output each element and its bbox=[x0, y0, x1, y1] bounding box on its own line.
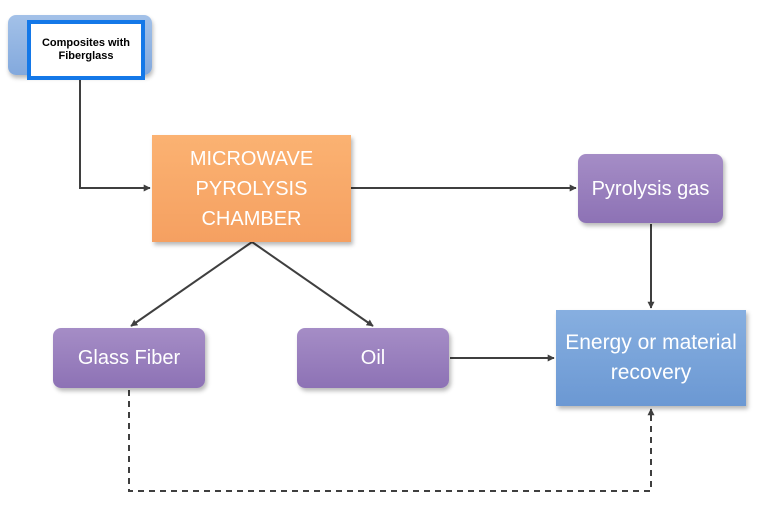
oil-label: Oil bbox=[360, 347, 386, 369]
energy-recovery-node: Energy or material recovery bbox=[556, 310, 746, 406]
pyrolysis-gas-node: Pyrolysis gas bbox=[578, 154, 723, 223]
pyrolysis-chamber-label: MICROWAVE PYROLYSIS CHAMBER bbox=[189, 147, 314, 230]
arrow-source-to-chamber bbox=[79, 76, 151, 192]
arrow-chamber-to-oil bbox=[251, 241, 374, 327]
energy-recovery-label: Energy or material recovery bbox=[565, 331, 737, 384]
arrow-chamber-to-glass-fiber bbox=[130, 241, 253, 327]
glass-fiber-label: Glass Fiber bbox=[77, 347, 181, 369]
source-node-label: Composites with Fiberglass bbox=[31, 24, 141, 76]
source-node-frame: Composites with Fiberglass bbox=[27, 20, 145, 80]
source-node: Composites with Fiberglass bbox=[8, 15, 152, 80]
pyrolysis-chamber-node: MICROWAVE PYROLYSIS CHAMBER bbox=[152, 135, 351, 242]
pyrolysis-gas-label: Pyrolysis gas bbox=[591, 177, 710, 200]
oil-node: Oil bbox=[297, 328, 449, 388]
dashed-arrow-glass-fiber-to-recovery bbox=[128, 390, 655, 492]
glass-fiber-node: Glass Fiber bbox=[53, 328, 205, 388]
